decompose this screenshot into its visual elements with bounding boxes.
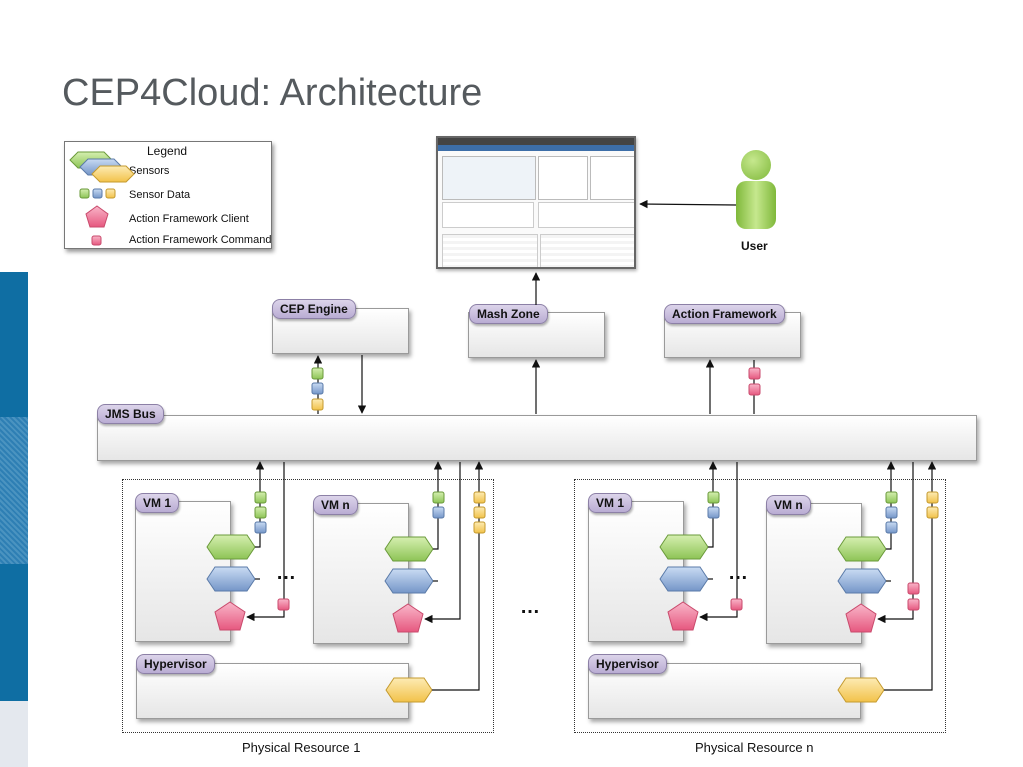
hypervisor-label-n: Hypervisor (588, 654, 667, 674)
left-stripe-pattern (0, 417, 28, 564)
legend-item-command: Action Framework Command (129, 234, 272, 246)
left-stripe-top (0, 272, 28, 417)
vm-1-label-n: VM 1 (588, 493, 633, 513)
vm-1-label: VM 1 (135, 493, 180, 513)
page-title: CEP4Cloud: Architecture (62, 72, 483, 114)
jms-bus-label: JMS Bus (97, 404, 164, 424)
ellipsis-vms-n: … (728, 562, 749, 584)
physical-resource-1-label: Physical Resource 1 (242, 740, 361, 755)
legend-pentagon-icon (85, 205, 109, 228)
physical-resource-1 (122, 479, 494, 733)
vm-n-label-n: VM n (766, 495, 811, 515)
legend-sensor-data-icon (79, 188, 116, 199)
left-stripe-light (0, 701, 28, 767)
ellipsis-resources: … (520, 596, 541, 618)
action-framework-label: Action Framework (664, 304, 785, 324)
vm-n-box (313, 503, 409, 644)
legend-item-sensor-data: Sensor Data (129, 189, 191, 201)
user-label: User (741, 239, 768, 253)
physical-resource-n (574, 479, 946, 733)
legend-sensor-icon (69, 151, 135, 183)
ellipsis-vms-1: … (276, 562, 297, 584)
legend-title: Legend (147, 144, 188, 158)
cep-engine-label: CEP Engine (272, 299, 356, 319)
legend-item-client: Action Framework Client (129, 213, 249, 225)
jms-bus (97, 415, 977, 461)
dashboard-screenshot (436, 136, 636, 269)
vm-n-label: VM n (313, 495, 358, 515)
mash-zone-label: Mash Zone (469, 304, 548, 324)
user-icon (736, 150, 776, 230)
left-stripe-bottom (0, 564, 28, 701)
physical-resource-n-label: Physical Resource n (695, 740, 814, 755)
legend-item-sensors: Sensors (129, 165, 170, 177)
legend-command-icon (91, 235, 102, 246)
hypervisor-label: Hypervisor (136, 654, 215, 674)
